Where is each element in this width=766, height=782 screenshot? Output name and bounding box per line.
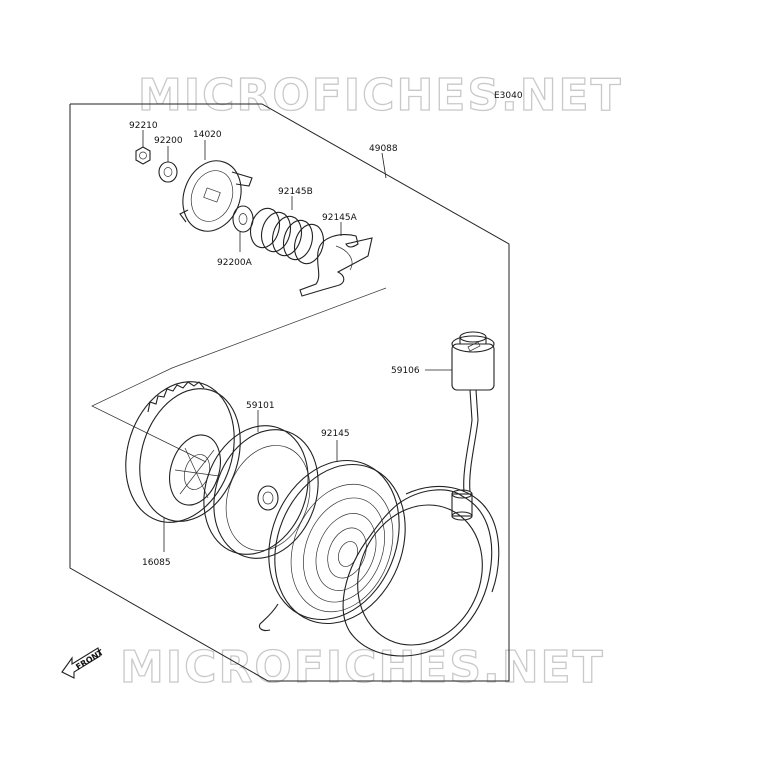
recoil-spring-92145	[258, 440, 406, 632]
guide-16085	[125, 381, 241, 552]
handle-59106	[425, 331, 495, 493]
assembly-frame	[69, 103, 510, 682]
label-16085: 16085	[142, 558, 171, 568]
label-92145a: 92145A	[322, 213, 358, 223]
pulley-59101	[203, 410, 319, 559]
label-49088: 49088	[369, 144, 398, 154]
ref-code: E3040	[494, 91, 523, 101]
label-92200a: 92200A	[217, 258, 253, 268]
label-92200: 92200	[154, 136, 183, 146]
washer-92200a	[232, 205, 254, 252]
nut-92210	[135, 130, 151, 165]
starter-housing	[342, 486, 500, 657]
label-92210: 92210	[129, 121, 158, 131]
spring-92145a	[299, 222, 373, 297]
watermark-bottom: MICROFICHES.NET	[120, 642, 605, 693]
label-59106: 59106	[391, 366, 420, 376]
label-92145: 92145	[321, 429, 350, 439]
watermark-top: MICROFICHES.NET	[138, 70, 623, 121]
label-59101: 59101	[246, 401, 275, 411]
ratchet-14020	[179, 140, 253, 232]
spring-92145b	[249, 196, 325, 265]
front-arrow-icon: FRONT	[61, 647, 105, 679]
lead-49088	[381, 152, 387, 179]
washer-92200	[158, 146, 178, 183]
label-14020: 14020	[193, 130, 222, 140]
label-92145b: 92145B	[278, 187, 313, 197]
